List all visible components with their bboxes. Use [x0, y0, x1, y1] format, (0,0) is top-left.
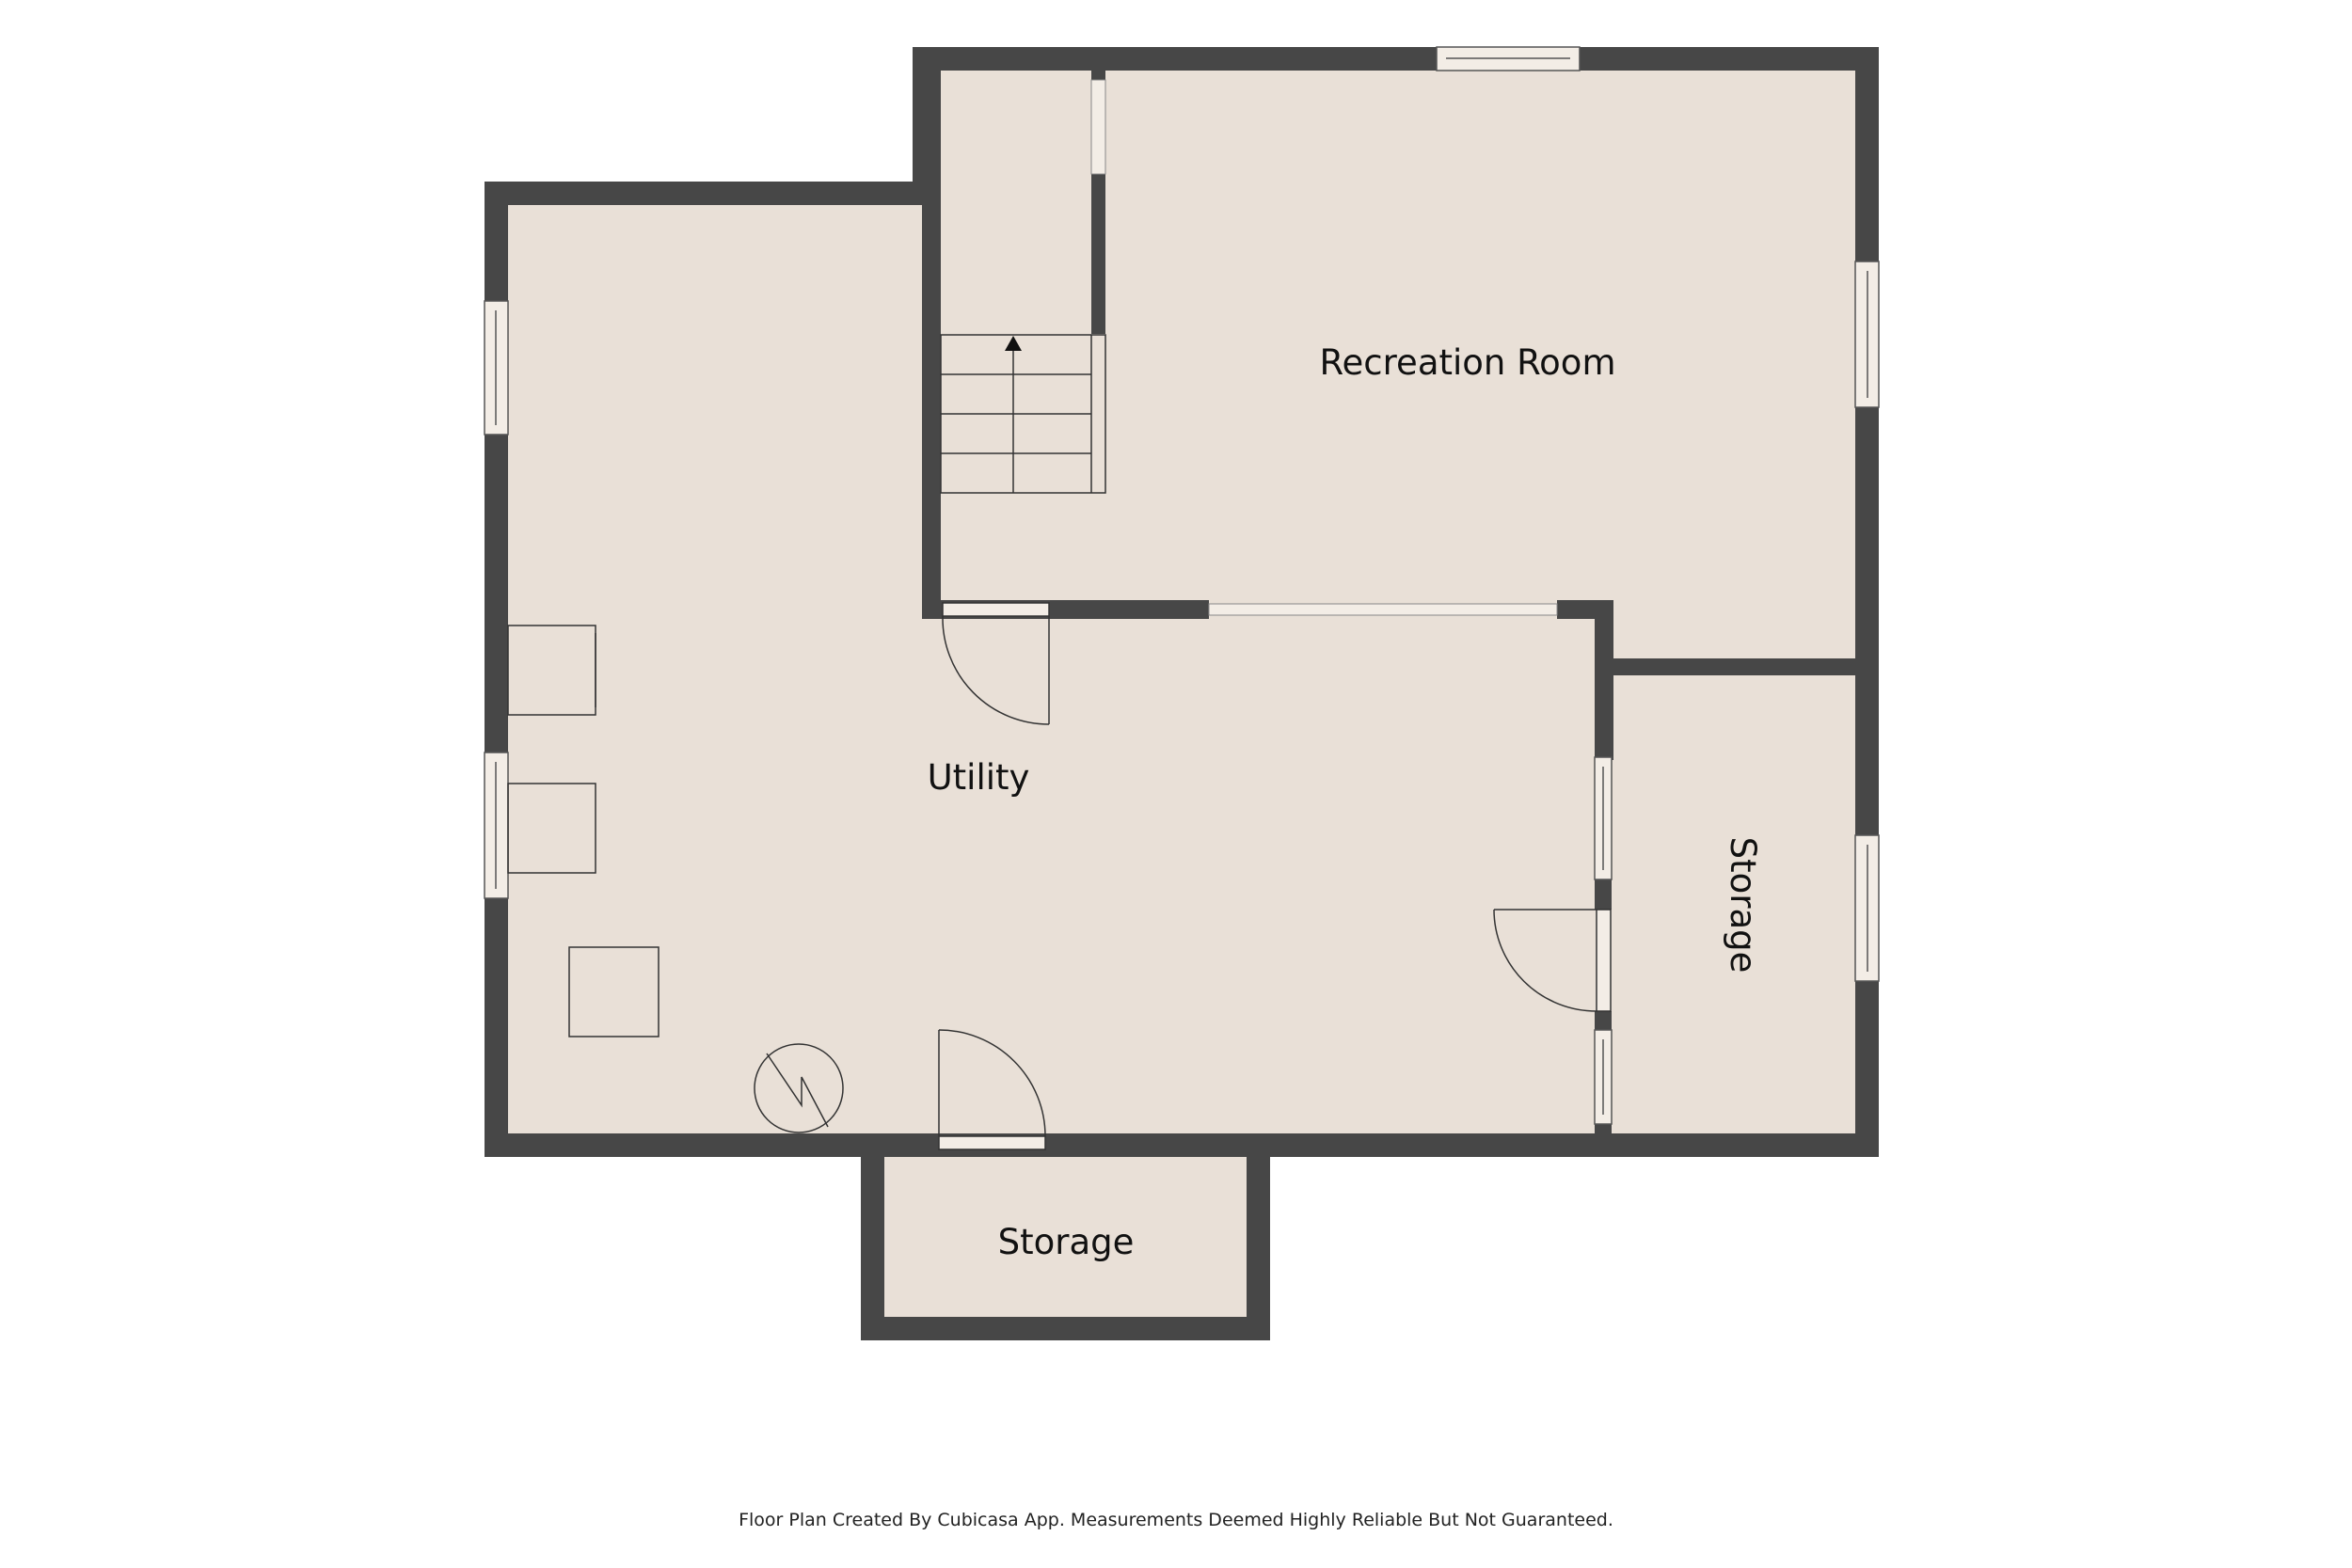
wall: [1595, 1124, 1612, 1143]
footer-disclaimer: Floor Plan Created By Cubicasa App. Meas…: [739, 1510, 1613, 1530]
wall: [922, 198, 941, 616]
appliance-box: [568, 946, 660, 1037]
wall: [913, 47, 941, 205]
door: [942, 602, 1050, 725]
wall: [1595, 600, 1613, 760]
wall: [1595, 879, 1612, 910]
opening: [1090, 79, 1106, 175]
wall: [1595, 1011, 1612, 1030]
floor-areas: [508, 71, 1867, 1319]
wall: [861, 1317, 1270, 1340]
room-label-recreation-room: Recreation Room: [1320, 342, 1616, 383]
opening: [1208, 603, 1558, 616]
room-label-storage-right: Storage: [1723, 837, 1763, 974]
window: [1594, 1029, 1613, 1125]
windows: [484, 46, 1880, 1125]
wall: [1855, 47, 1879, 1157]
wall: [485, 1133, 1879, 1157]
wall: [485, 182, 922, 205]
openings: [1090, 79, 1558, 616]
room-label-storage-bottom: Storage: [998, 1222, 1135, 1262]
stairs: [940, 334, 1106, 494]
window: [1854, 261, 1880, 408]
appliance-box: [507, 783, 596, 874]
fixtures: [507, 625, 844, 1133]
window: [484, 300, 509, 436]
room-label-utility: Utility: [928, 757, 1030, 798]
wall: [1091, 174, 1105, 334]
walls: [485, 47, 1879, 1340]
water-heater-icon: [754, 1043, 844, 1133]
wall: [861, 1141, 884, 1340]
window: [484, 752, 509, 899]
wall: [1595, 658, 1867, 675]
window: [1854, 834, 1880, 982]
wall: [913, 47, 1879, 71]
wall: [1091, 71, 1105, 80]
appliance-box: [507, 625, 596, 716]
door: [1493, 909, 1612, 1012]
doors: [938, 602, 1612, 1150]
room-labels: Recreation Room Utility Storage Storage: [928, 342, 1763, 1262]
window: [1436, 46, 1581, 71]
arrow-up-icon: [1005, 336, 1022, 351]
wall: [1247, 1141, 1270, 1340]
floor-bottom-storage: [884, 1149, 1247, 1319]
window: [1594, 756, 1613, 880]
door: [938, 1029, 1046, 1150]
